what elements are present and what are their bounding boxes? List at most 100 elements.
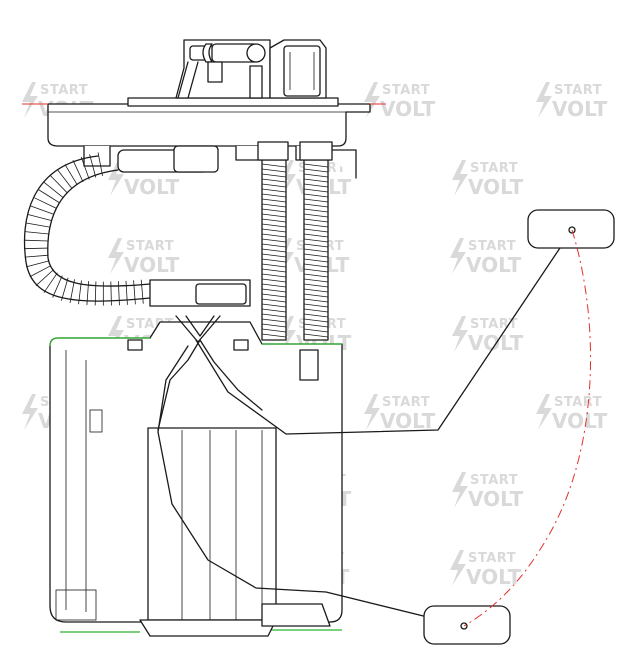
spring-coil <box>303 163 329 168</box>
harness-rib <box>30 205 54 215</box>
lightning-bolt-icon <box>364 394 380 430</box>
spring-coil <box>303 283 329 288</box>
lightning-bolt-icon <box>22 394 38 430</box>
watermark-start-text: START <box>382 83 430 98</box>
spring-coil <box>303 333 329 338</box>
harness-rib <box>50 175 68 193</box>
lightning-bolt-icon <box>280 160 296 196</box>
lightning-bolt-icon <box>536 394 552 430</box>
spring-coil <box>303 218 329 223</box>
harness-rib <box>125 280 128 305</box>
watermark-start-text: START <box>382 395 430 410</box>
harness-rib <box>69 279 75 303</box>
watermark-start-text: START <box>40 83 88 98</box>
float-top <box>527 209 615 249</box>
wiring-harness <box>23 145 251 307</box>
spring-coil <box>303 248 329 253</box>
harness-rib <box>24 231 49 235</box>
spring-coil <box>303 323 329 328</box>
watermark-start-text: START <box>126 239 174 254</box>
spring-coil <box>261 188 287 193</box>
watermark-volt-text: VOLT <box>468 175 524 199</box>
spring-coil <box>303 293 329 298</box>
spring-coil <box>261 288 287 293</box>
spring-coil <box>303 243 329 248</box>
spring-coil <box>261 233 287 238</box>
lightning-bolt-icon <box>280 316 296 352</box>
harness-rib <box>117 281 120 306</box>
spring-coil <box>261 278 287 283</box>
harness-rib <box>80 156 90 180</box>
spring-coil <box>261 298 287 303</box>
watermark-start-text: START <box>470 473 518 488</box>
spring-coil <box>303 188 329 193</box>
internal-hoses <box>157 315 263 431</box>
electrical-connector <box>269 39 327 99</box>
spring-coil <box>303 228 329 233</box>
spring-coil <box>303 173 329 178</box>
spring-coil <box>261 163 287 168</box>
spring-coil <box>261 178 287 183</box>
spring-coil <box>303 278 329 283</box>
spring-coil <box>303 298 329 303</box>
harness-corrugations <box>24 152 144 306</box>
spring-coil <box>261 323 287 328</box>
spring-coil <box>303 258 329 263</box>
harness-rib <box>94 281 97 306</box>
spring-coil <box>303 203 329 208</box>
harness-rib <box>133 280 136 305</box>
watermark-volt-text: VOLT <box>466 253 522 277</box>
harness-rib <box>57 169 73 189</box>
watermark-volt-text: VOLT <box>466 565 522 589</box>
harness-rib <box>38 189 60 203</box>
spring-coil <box>303 288 329 293</box>
harness-rib <box>86 281 90 306</box>
harness-rib <box>24 247 49 250</box>
lightning-bolt-icon <box>536 82 552 118</box>
spring-coil <box>303 168 329 173</box>
lightning-bolt-icon <box>108 238 124 274</box>
spring-coil <box>261 293 287 298</box>
harness-rib <box>89 154 97 178</box>
harness-rib <box>61 277 69 301</box>
spring-coil <box>261 253 287 258</box>
spring-coil <box>261 273 287 278</box>
harness-rib <box>140 279 144 304</box>
watermark-start-text: START <box>554 83 602 98</box>
harness-rib <box>52 275 63 298</box>
spring-coil <box>261 263 287 268</box>
spring-coil <box>261 208 287 213</box>
float-travel-arc <box>463 229 592 627</box>
lightning-bolt-icon <box>450 550 466 586</box>
spring-coil <box>303 263 329 268</box>
spring-coil <box>303 268 329 273</box>
watermark-start-text: START <box>470 161 518 176</box>
spring-coil <box>261 303 287 308</box>
harness-rib <box>72 160 84 183</box>
spring-coil <box>261 248 287 253</box>
spring-coil <box>261 213 287 218</box>
harness-rib <box>26 260 50 268</box>
harness-rib <box>24 254 49 258</box>
spring-coils <box>261 163 329 338</box>
spring-coil <box>261 228 287 233</box>
spring-coil <box>261 308 287 313</box>
lightning-bolt-icon <box>364 82 380 118</box>
harness-rib <box>24 239 49 242</box>
lightning-bolt-icon <box>450 238 466 274</box>
harness-rib <box>26 222 50 228</box>
spring-coil <box>261 258 287 263</box>
watermark-volt-text: VOLT <box>380 97 436 121</box>
watermark-volt-text: VOLT <box>552 97 608 121</box>
spring-coil <box>303 213 329 218</box>
lightning-bolt-icon <box>452 316 468 352</box>
harness-rib <box>97 152 103 177</box>
spring-coil <box>303 318 329 323</box>
